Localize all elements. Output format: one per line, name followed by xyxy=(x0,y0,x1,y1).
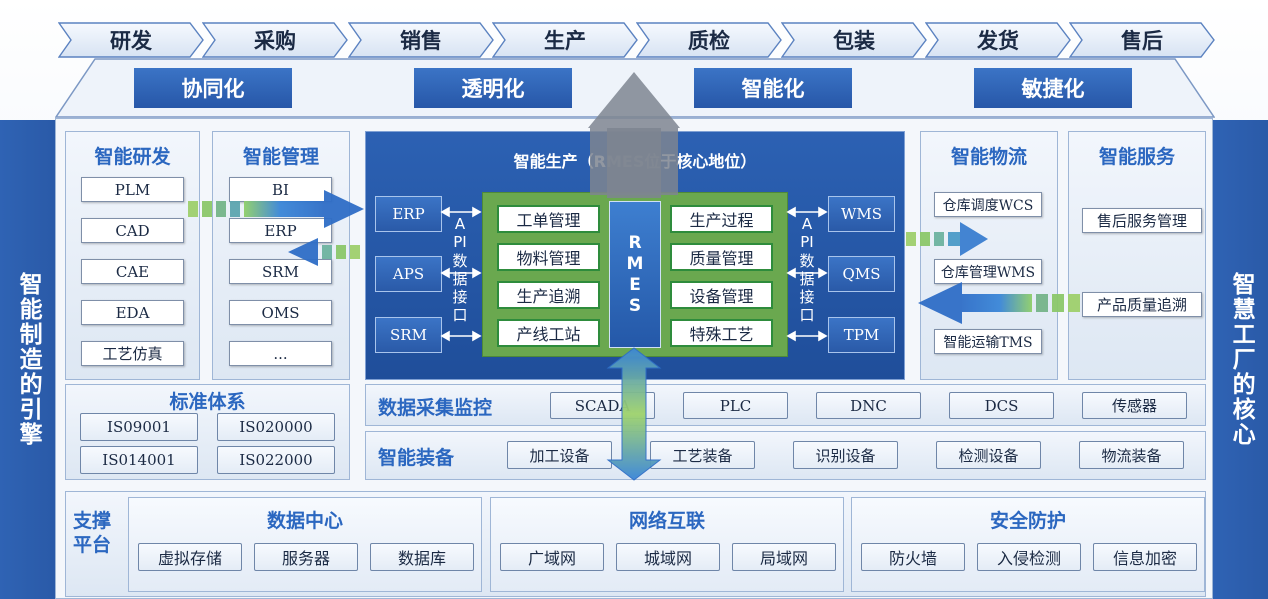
equipment-title: 智能装备 xyxy=(378,447,455,469)
data-collect-item[interactable]: DNC xyxy=(816,392,921,419)
process-step-label: 质检 xyxy=(688,29,730,53)
api-label-left-text: API数据接口 xyxy=(452,215,468,325)
mgmt-item[interactable]: BI xyxy=(229,177,332,202)
data-collect-title: 数据采集监控 xyxy=(378,397,493,419)
process-step-label: 研发 xyxy=(110,29,152,53)
process-step-0: 研发 xyxy=(58,22,204,58)
core-module-left[interactable]: 产线工站 xyxy=(497,319,600,347)
rd-panel: 智能研发 xyxy=(65,131,200,380)
equipment-panel xyxy=(365,431,1206,480)
support-group-title: 网络互联 xyxy=(628,510,705,532)
data-collect-item[interactable]: DCS xyxy=(949,392,1054,419)
left-system-box[interactable]: APS xyxy=(375,256,442,292)
right-core-bar: 智慧工厂的核心 xyxy=(1213,120,1268,599)
core-module-left[interactable]: 生产追溯 xyxy=(497,281,600,309)
mgmt-item[interactable]: OMS xyxy=(229,300,332,325)
standard-item[interactable]: IS020000 xyxy=(217,413,335,441)
right-system-box[interactable]: QMS xyxy=(828,256,895,292)
core-module-right[interactable]: 设备管理 xyxy=(670,281,773,309)
process-step-label: 包装 xyxy=(833,29,875,53)
support-item[interactable]: 城域网 xyxy=(616,543,720,571)
support-item[interactable]: 入侵检测 xyxy=(977,543,1081,571)
standard-item[interactable]: IS09001 xyxy=(80,413,198,441)
equipment-item[interactable]: 加工设备 xyxy=(507,441,612,469)
equipment-item[interactable]: 物流装备 xyxy=(1079,441,1184,469)
process-step-label: 销售 xyxy=(400,29,442,53)
rd-title: 智能研发 xyxy=(94,146,171,168)
logistics-title: 智能物流 xyxy=(950,146,1027,168)
mgmt-title: 智能管理 xyxy=(242,146,319,168)
service-panel: 智能服务 xyxy=(1068,131,1206,380)
process-step-label: 生产 xyxy=(544,29,586,53)
core-module-left[interactable]: 工单管理 xyxy=(497,205,600,233)
equipment-item[interactable]: 检测设备 xyxy=(936,441,1041,469)
rd-item[interactable]: PLM xyxy=(81,177,184,202)
process-step-5: 包装 xyxy=(781,22,927,58)
process-step-2: 销售 xyxy=(348,22,494,58)
process-step-7: 售后 xyxy=(1069,22,1215,58)
service-item[interactable]: 产品质量追溯 xyxy=(1082,292,1202,317)
process-step-6: 发货 xyxy=(925,22,1071,58)
process-step-label: 售后 xyxy=(1121,29,1163,53)
rmes-center: RMES xyxy=(609,201,661,348)
support-item[interactable]: 防火墙 xyxy=(861,543,965,571)
standards-title: 标准体系 xyxy=(169,391,246,413)
process-step-label: 发货 xyxy=(977,29,1019,53)
right-core-text: 智慧工厂的核心 xyxy=(1228,272,1255,447)
logistics-item[interactable]: 智能运输TMS xyxy=(934,329,1042,354)
core-module-left[interactable]: 物料管理 xyxy=(497,243,600,271)
support-group-title: 数据中心 xyxy=(266,510,343,532)
data-collect-item[interactable]: 传感器 xyxy=(1082,392,1187,419)
api-arrows xyxy=(440,206,828,342)
core-module-right[interactable]: 质量管理 xyxy=(670,243,773,271)
support-item[interactable]: 局域网 xyxy=(732,543,836,571)
support-item[interactable]: 信息加密 xyxy=(1093,543,1197,571)
logistics-item[interactable]: 仓库管理WMS xyxy=(934,259,1042,284)
support-group-title: 安全防护 xyxy=(989,510,1066,532)
support-item[interactable]: 广域网 xyxy=(500,543,604,571)
left-system-box[interactable]: SRM xyxy=(375,317,442,353)
support-item[interactable]: 服务器 xyxy=(254,543,358,571)
right-system-box[interactable]: WMS xyxy=(828,196,895,232)
api-label-right: API数据接口 xyxy=(792,215,822,325)
rd-item[interactable]: 工艺仿真 xyxy=(81,341,184,366)
goal-agility: 敏捷化 xyxy=(974,68,1132,108)
logistics-item[interactable]: 仓库调度WCS xyxy=(934,192,1042,217)
process-step-label: 采购 xyxy=(254,29,296,53)
equipment-item[interactable]: 识别设备 xyxy=(793,441,898,469)
left-system-box[interactable]: ERP xyxy=(375,196,442,232)
core-module-right[interactable]: 特殊工艺 xyxy=(670,319,773,347)
support-item[interactable]: 数据库 xyxy=(370,543,474,571)
mgmt-item[interactable]: ... xyxy=(229,341,332,366)
process-step-1: 采购 xyxy=(202,22,348,58)
process-step-4: 质检 xyxy=(636,22,782,58)
equipment-item[interactable]: 工艺装备 xyxy=(650,441,755,469)
goal-transparency: 透明化 xyxy=(414,68,572,108)
process-step-3: 生产 xyxy=(492,22,638,58)
standard-item[interactable]: IS014001 xyxy=(80,446,198,474)
core-module-right[interactable]: 生产过程 xyxy=(670,205,773,233)
mgmt-item[interactable]: SRM xyxy=(229,259,332,284)
service-title: 智能服务 xyxy=(1098,146,1175,168)
rmes-label: RMES xyxy=(625,232,645,317)
right-system-box[interactable]: TPM xyxy=(828,317,895,353)
rd-item[interactable]: CAE xyxy=(81,259,184,284)
rd-item[interactable]: EDA xyxy=(81,300,184,325)
service-item[interactable]: 售后服务管理 xyxy=(1082,208,1202,233)
left-engine-text: 智能制造的引擎 xyxy=(15,272,42,447)
left-engine-bar: 智能制造的引擎 xyxy=(0,120,55,599)
api-label-left: API数据接口 xyxy=(445,215,475,325)
rd-item[interactable]: CAD xyxy=(81,218,184,243)
data-collect-item[interactable]: PLC xyxy=(683,392,788,419)
support-item[interactable]: 虚拟存储 xyxy=(138,543,242,571)
mgmt-item[interactable]: ERP xyxy=(229,218,332,243)
goal-intelligence: 智能化 xyxy=(694,68,852,108)
api-label-right-text: API数据接口 xyxy=(799,215,815,325)
goal-collaboration: 协同化 xyxy=(134,68,292,108)
support-label: 支撑平台 xyxy=(73,510,112,556)
standard-item[interactable]: IS022000 xyxy=(217,446,335,474)
